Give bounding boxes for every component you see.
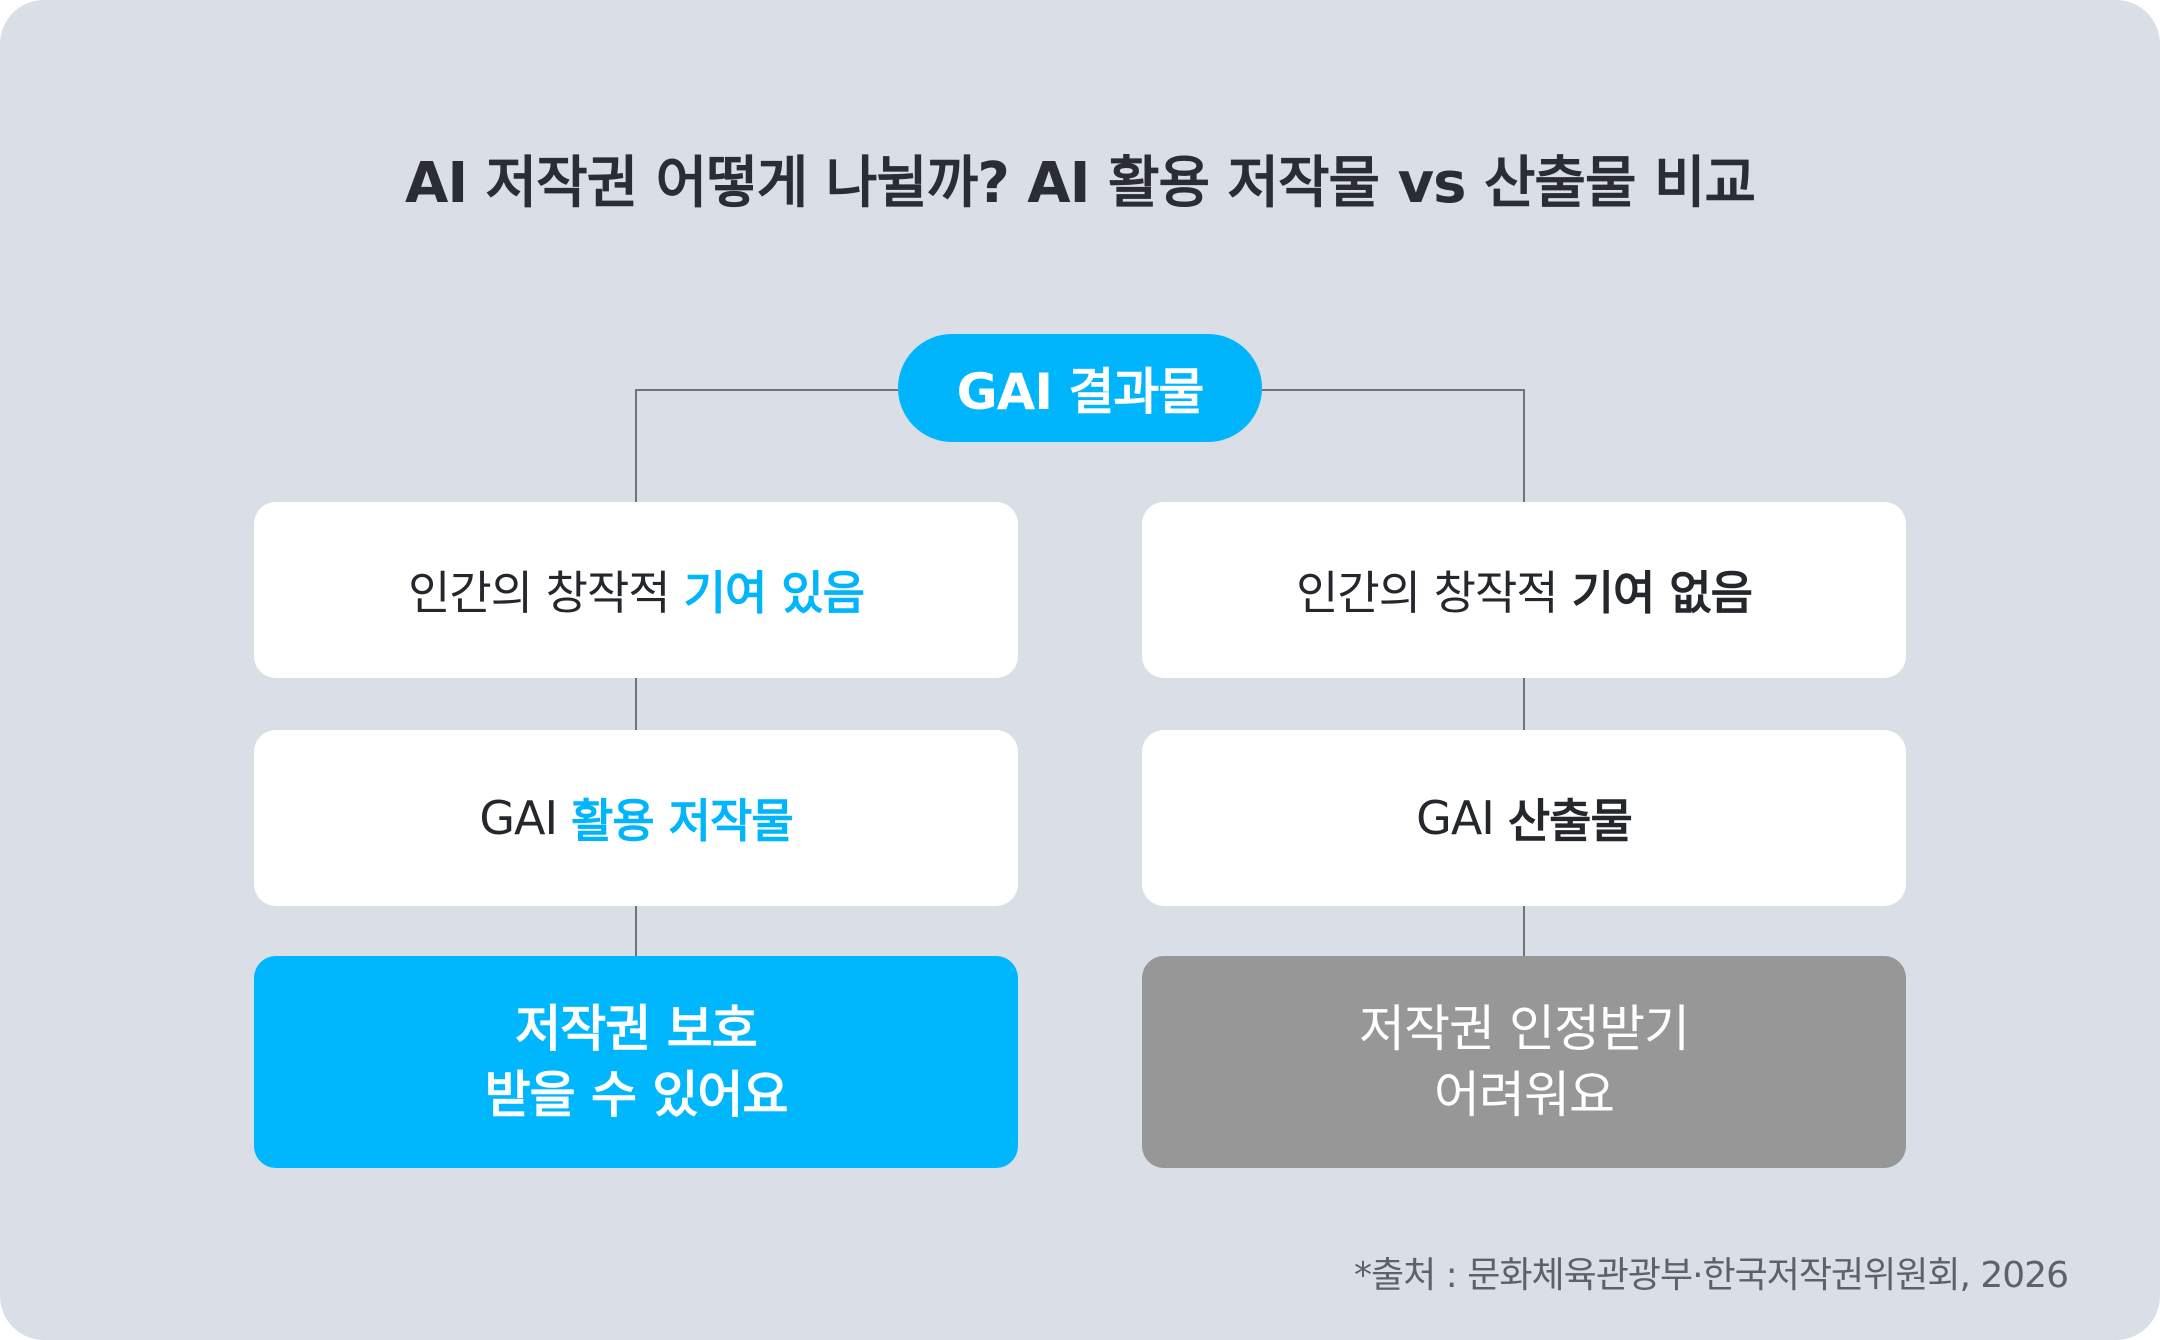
right-category-highlight: 산출물 <box>1507 794 1633 848</box>
root-node-gai-result: GAI 결과물 <box>898 334 1262 442</box>
right-contribution-prefix: 인간의 창작적 <box>1296 566 1559 620</box>
left-contribution-box: 인간의 창작적 기여 있음 <box>254 502 1018 678</box>
left-category-prefix: GAI <box>479 791 558 845</box>
source-note: *출처 : 문화체육관광부·한국저작권위원회, 2026 <box>1353 1255 2069 1296</box>
left-result-line2: 받을 수 있어요 <box>484 1066 789 1124</box>
right-result-line1: 저작권 인정받기 <box>1359 1000 1690 1058</box>
left-result-line1: 저작권 보호 <box>515 1000 757 1058</box>
left-category-box: GAI 활용 저작물 <box>254 730 1018 906</box>
connector-right <box>1262 389 1525 502</box>
right-contribution-highlight: 기여 없음 <box>1571 566 1753 620</box>
right-result-line2: 어려워요 <box>1434 1066 1615 1124</box>
right-result-box: 저작권 인정받기 어려워요 <box>1142 956 1906 1168</box>
page-title: AI 저작권 어떻게 나뉠까? AI 활용 저작물 vs 산출물 비교 <box>404 151 1756 216</box>
left-result-box: 저작권 보호 받을 수 있어요 <box>254 956 1018 1168</box>
left-contribution-prefix: 인간의 창작적 <box>408 566 671 620</box>
right-category-prefix: GAI <box>1416 791 1495 845</box>
right-category-box: GAI 산출물 <box>1142 730 1906 906</box>
left-contribution-highlight: 기여 있음 <box>683 566 865 620</box>
right-contribution-box: 인간의 창작적 기여 없음 <box>1142 502 1906 678</box>
connector-left <box>635 389 898 502</box>
left-category-highlight: 활용 저작물 <box>571 794 794 848</box>
